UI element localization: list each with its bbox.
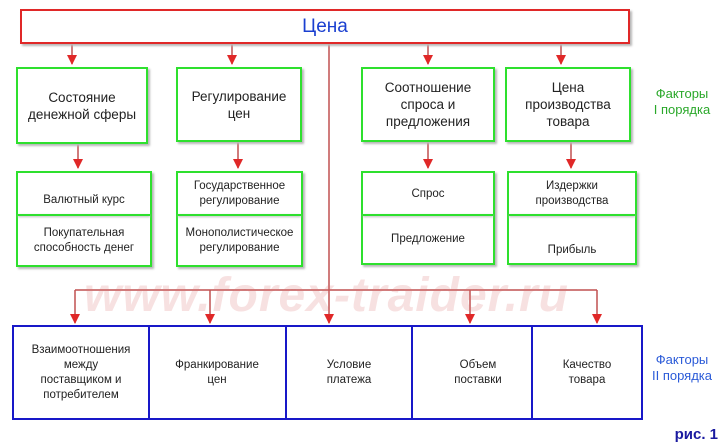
factors-first-order-line2: I порядка [653,102,711,117]
divider-4 [531,325,533,420]
factor-relations: Взаимоотношения между поставщиком и потр… [31,343,131,401]
factor-supply-demand-box: Соотношение спроса и предложения [361,67,495,142]
factor-delivery-volume: Объем поставки [454,358,502,386]
subfactor-supply: Предложение [391,233,465,245]
subfactor-demand: Спрос [411,187,445,200]
factor-product-quality: Качество товара [562,358,612,386]
factor-production-box: Цена производства товара [505,67,631,142]
subfactor-state-regulation: Государственное регулирование [193,180,286,207]
second-order-row [12,325,643,420]
factor-payment-terms: Условие платежа [326,358,372,386]
factor-regulation-box: Регулирование цен [176,67,302,142]
divider-3 [411,325,413,420]
factors-second-order-line2: II порядка [651,368,713,383]
price-label: Цена [302,15,348,37]
factor-supply-demand-label: Соотношение спроса и предложения [384,80,472,129]
divider-1 [148,325,150,420]
factors-second-order-label: Факторы II порядка [644,352,720,384]
factor-regulation-label: Регулирование цен [191,88,287,121]
subfactor-profit: Прибыль [547,244,597,256]
price-box: Цена [20,9,630,44]
subfactor-purchasing-power: Покупательная способность денег [33,226,135,254]
factors-first-order-line1: Факторы [655,86,709,101]
factor-money-box: Состояние денежной сферы [16,67,148,144]
subfactor-exchange-rate: Валютный курс [43,193,125,206]
figure-label: рис. 1 [674,426,718,443]
money-subfactors: Валютный курс Покупательная способность … [16,171,152,267]
regulation-subfactors: Государственное регулирование Монополист… [176,171,303,267]
factors-second-order-line1: Факторы [655,352,709,367]
supply-demand-subfactors: Спрос Предложение [361,171,495,265]
watermark: www.forex-traider.ru [84,269,569,322]
divider-2 [285,325,287,420]
factors-first-order-label: Факторы I порядка [644,86,720,118]
subfactor-production-costs: Издержки производства [535,180,609,207]
production-subfactors: Издержки производства Прибыль [507,171,637,265]
factor-franking: Франкирование цен [175,358,259,386]
factor-production-label: Цена производства товара [525,80,611,129]
subfactor-monopoly-regulation: Монополистическое регулирование [185,226,294,254]
factor-money-label: Состояние денежной сферы [27,89,137,122]
